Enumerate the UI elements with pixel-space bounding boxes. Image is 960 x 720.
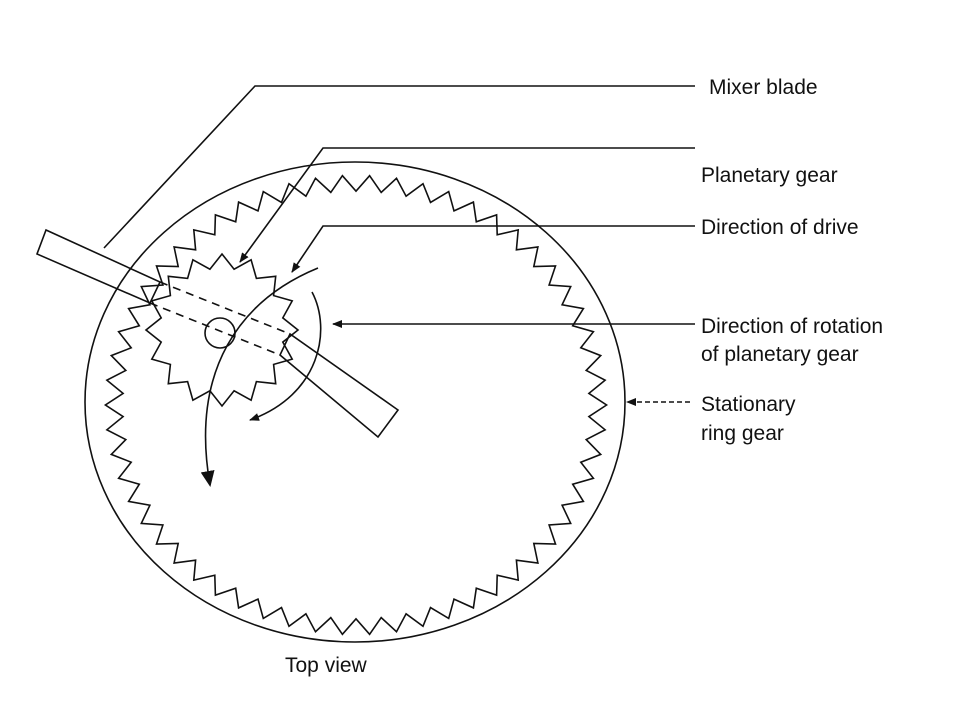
mixer-blade [35,228,400,439]
stationary-ring-gear [103,174,609,636]
planetary-gear-hub [204,317,236,349]
label-mixer-blade: Mixer blade [709,76,818,99]
label-direction-of-rotation-1: Direction of rotation [701,315,883,338]
leader-line-mixer-blade [103,85,695,249]
leader-line-planetary-gear [239,147,695,263]
drive-direction-arrow [200,267,319,487]
caption-top-view: Top view [285,654,368,677]
planetary-gear-shape [144,252,300,408]
label-direction-of-drive: Direction of drive [701,216,859,239]
label-direction-of-rotation-2: of planetary gear [701,343,859,366]
label-planetary-gear: Planetary gear [701,164,838,187]
leader-line-direction-of-drive [291,225,695,273]
outer-bowl-circle [84,161,626,643]
planet-rotation-arrow [249,291,322,421]
label-stationary-ring-gear-2: ring gear [701,422,784,445]
label-stationary-ring-gear-1: Stationary [701,393,796,416]
